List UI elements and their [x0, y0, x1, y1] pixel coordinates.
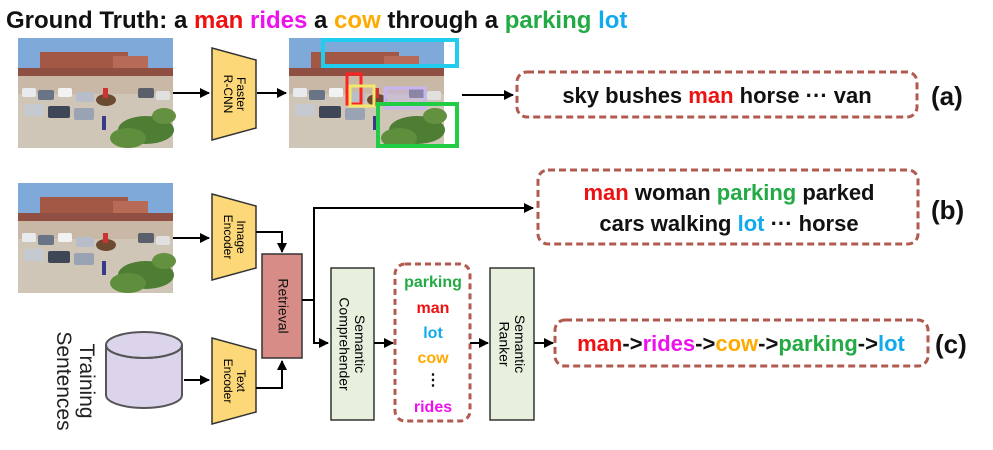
word-token: rides	[243, 7, 307, 34]
row-c-tag: (c)	[935, 329, 967, 359]
word-token: cars	[599, 211, 644, 236]
word-token: ->	[695, 331, 715, 356]
module-label-line: Image	[234, 220, 248, 254]
row-a-detection-photo	[289, 38, 457, 148]
ground-truth-title: Ground Truth: a man rides a cow through …	[6, 7, 627, 34]
faster-rcnn-module: FasterR-CNN	[212, 48, 256, 140]
title-prefix: Ground Truth:	[6, 7, 167, 34]
module-label-line: Sentences	[52, 331, 75, 430]
row-b-words-line2: cars walking lot ··· horse	[599, 211, 858, 236]
semantic-word: lot	[423, 325, 443, 342]
row-c-ordered-words: man->rides->cow->parking->lot	[577, 331, 905, 356]
word-token: lot	[731, 211, 765, 236]
arrow-text-encoder-to-retrieval	[256, 361, 282, 388]
word-token: parking	[778, 331, 857, 356]
arrow-image-encoder-to-retrieval	[256, 232, 282, 252]
word-token: man	[682, 83, 733, 108]
word-token: a	[478, 7, 499, 34]
word-token: man	[584, 180, 629, 205]
image-encoder-module: ImageEncoder	[212, 194, 256, 280]
retrieval-label: Retrieval	[275, 278, 291, 333]
retrieval-module: Retrieval	[262, 254, 302, 358]
module-label-line: Training	[75, 343, 98, 418]
faster-rcnn-label: FasterR-CNN	[221, 75, 248, 114]
word-token: ···	[764, 211, 792, 236]
row-b-tag: (b)	[931, 195, 964, 225]
word-token: cow	[327, 7, 381, 34]
text-encoder-module: TextEncoder	[212, 338, 256, 424]
word-token: lot	[878, 331, 906, 356]
word-token: rides	[643, 331, 696, 356]
word-token: parked	[796, 180, 874, 205]
row-a-words: sky bushes man horse ··· van	[562, 83, 871, 108]
semantic-word-list: parking man lot cow ⋮ rides	[404, 274, 462, 416]
word-token: horse	[793, 211, 859, 236]
word-token: ->	[758, 331, 778, 356]
word-token: ->	[858, 331, 878, 356]
word-token: sky	[562, 83, 599, 108]
module-label-line: Text	[234, 370, 248, 393]
module-label-line: Ranker	[497, 321, 513, 366]
word-token: a	[307, 7, 328, 34]
word-token: woman	[629, 180, 711, 205]
module-label-line: Encoder	[221, 359, 235, 404]
word-token: cow	[715, 331, 759, 356]
module-label-line: Encoder	[221, 215, 235, 260]
semantic-ranker-label: SemanticRanker	[497, 315, 528, 373]
word-token: through	[381, 7, 478, 34]
semantic-word: cow	[417, 350, 449, 367]
module-label-line: Semantic	[352, 315, 368, 373]
word-token: parking	[498, 7, 591, 34]
semantic-word: ⋮	[425, 372, 441, 389]
word-token: man	[187, 7, 243, 34]
word-token: van	[828, 83, 872, 108]
word-token: walking	[645, 211, 732, 236]
module-label-line: Faster	[234, 77, 248, 111]
semantic-ranker-module: SemanticRanker	[490, 268, 534, 420]
module-label-line: R-CNN	[221, 75, 235, 114]
image-encoder-label: ImageEncoder	[221, 215, 248, 260]
row-b-input-photo	[18, 183, 176, 293]
semantic-word: rides	[414, 399, 452, 416]
training-sentences-database	[106, 332, 182, 408]
semantic-word: man	[417, 300, 450, 317]
word-token: a	[174, 7, 188, 34]
semantic-comprehender-module: SemanticComprehender	[331, 268, 374, 420]
module-label-line: Semantic	[512, 315, 528, 373]
word-token: bushes	[599, 83, 682, 108]
module-label-line: Comprehender	[337, 297, 353, 391]
word-token: man	[577, 331, 622, 356]
row-a-tag: (a)	[931, 81, 963, 111]
word-token: ->	[622, 331, 642, 356]
semantic-word: parking	[404, 274, 462, 291]
word-token: parking	[711, 180, 797, 205]
word-token: ···	[800, 83, 828, 108]
arrow-retrieval-to-comprehender	[314, 300, 328, 343]
row-a-input-photo	[18, 38, 176, 148]
training-sentences-label: TrainingSentences	[52, 331, 98, 430]
row-b-words-line1: man woman parking parked	[584, 180, 875, 205]
word-token: horse	[734, 83, 800, 108]
word-token: lot	[591, 7, 627, 34]
